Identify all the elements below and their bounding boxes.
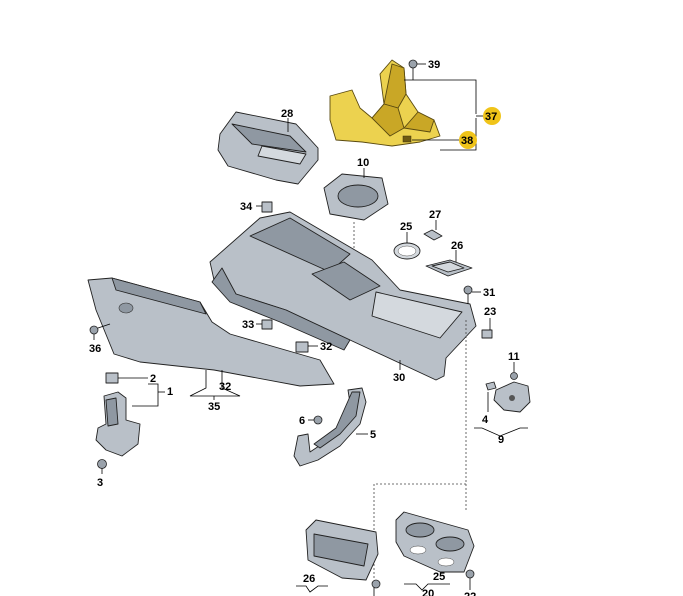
callout-6: 6	[299, 415, 305, 427]
clip-23	[481, 329, 493, 339]
callout-26-bottom: 26	[303, 573, 315, 585]
callout-10: 10	[357, 157, 369, 169]
bracket-1	[95, 391, 141, 457]
callout-4: 4	[482, 414, 489, 426]
callout-22: 22	[464, 591, 476, 596]
callout-25-top: 25	[400, 221, 412, 233]
callout-36: 36	[89, 343, 101, 355]
screw-22-icon	[465, 569, 475, 590]
clip-4	[485, 381, 497, 391]
side-panel-35	[87, 277, 335, 387]
storage-tray-28	[217, 111, 319, 185]
insert-10	[323, 173, 389, 221]
cover-25-top	[393, 242, 421, 260]
clip-32	[295, 341, 309, 353]
nut-3-icon	[97, 459, 107, 469]
callout-27: 27	[429, 209, 441, 221]
callout-30: 30	[393, 372, 405, 384]
cupholder-25-bottom	[395, 511, 475, 573]
clip-2	[105, 372, 119, 384]
trim-panel-highlighted	[329, 59, 441, 147]
callout-34: 34	[240, 201, 253, 213]
screw-bottom-left-icon	[371, 579, 381, 589]
screw-39-icon	[408, 59, 418, 80]
center-console-30	[209, 211, 477, 381]
nut-11-icon	[510, 372, 518, 380]
clip-33	[261, 319, 273, 330]
callout-37-badge: 37	[483, 107, 501, 125]
mat-26-top	[425, 259, 473, 277]
callout-25-bottom: 25	[433, 571, 445, 583]
clip-34	[261, 201, 273, 213]
callout-5: 5	[370, 429, 376, 441]
callout-9: 9	[498, 434, 504, 446]
callout-32-bottom: 32	[219, 381, 231, 393]
screw-31-icon	[463, 285, 473, 304]
bracket-27	[423, 229, 443, 241]
callout-26-top: 26	[451, 240, 463, 252]
callout-37: 37	[485, 111, 497, 123]
callout-1: 1	[167, 386, 173, 398]
callout-39: 39	[428, 59, 440, 71]
tray-26-bottom	[305, 519, 379, 581]
callout-2: 2	[150, 373, 156, 385]
callout-11: 11	[508, 351, 520, 363]
bracket-5	[293, 387, 367, 467]
callout-32-right: 32	[320, 341, 332, 353]
callout-20: 20	[422, 588, 434, 596]
screw-36-icon	[89, 325, 99, 340]
callout-33: 33	[242, 319, 254, 331]
bracket-9	[493, 381, 531, 413]
callout-38: 38	[461, 135, 473, 147]
callout-31: 31	[483, 287, 495, 299]
callout-23: 23	[484, 306, 496, 318]
clip-6-icon	[313, 415, 323, 425]
callout-35: 35	[208, 401, 220, 413]
callout-3: 3	[97, 477, 103, 489]
callout-28: 28	[281, 108, 293, 120]
callout-38-badge: 38	[459, 131, 477, 149]
